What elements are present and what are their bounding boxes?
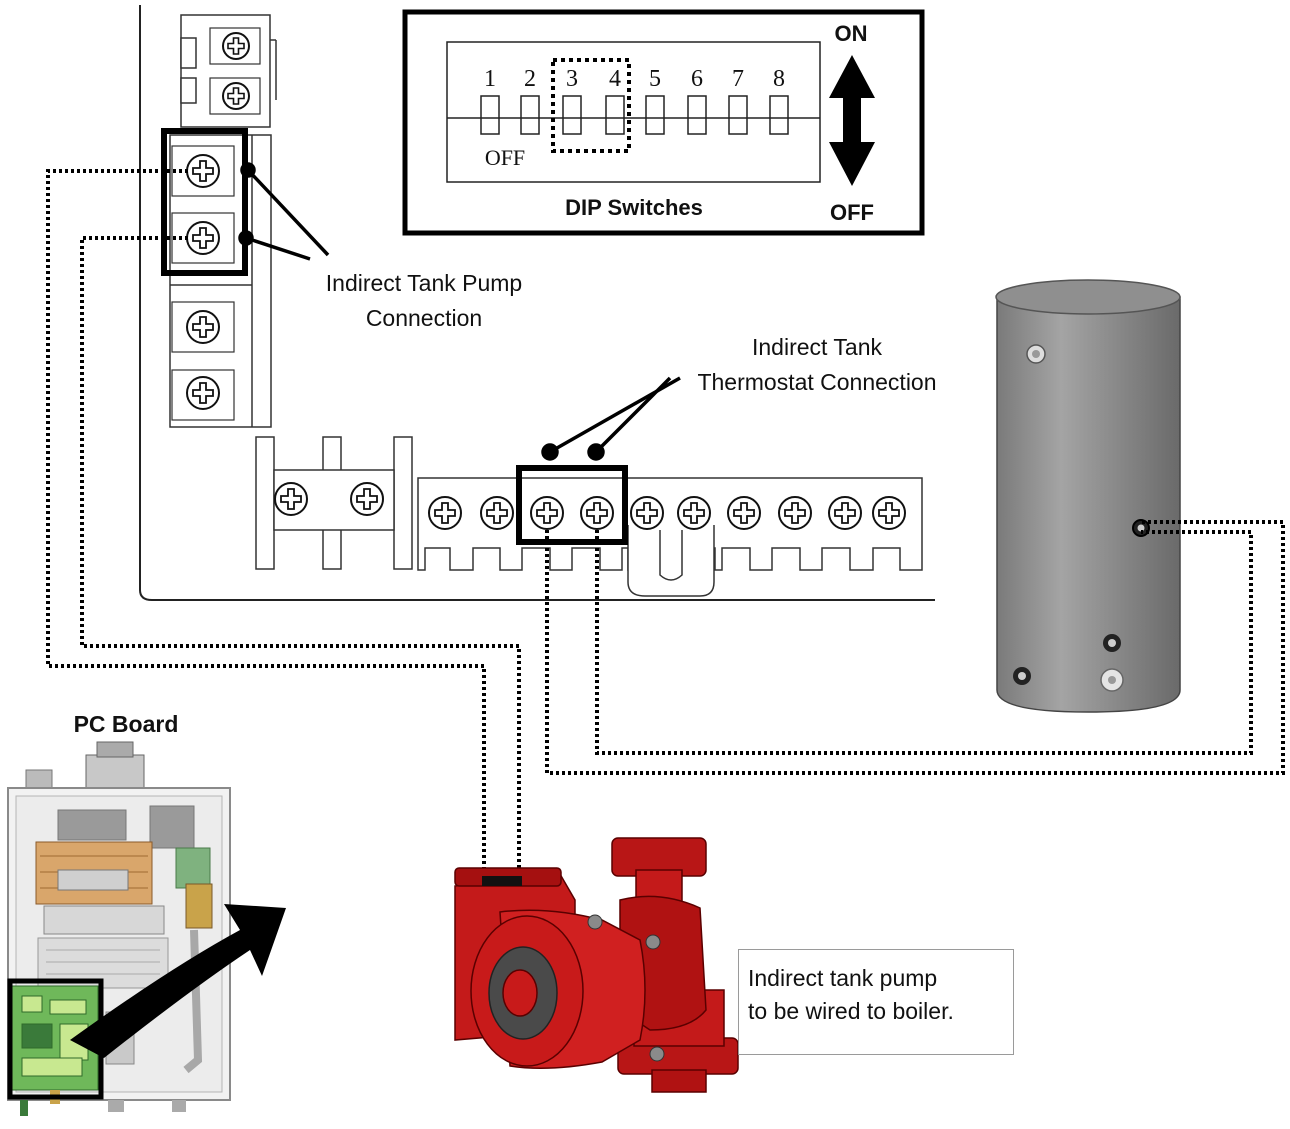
dip-off-label: OFF	[830, 200, 874, 225]
dip-number-5: 5	[649, 66, 661, 92]
dip-number-7: 7	[732, 66, 744, 92]
indirect-tank	[995, 279, 1181, 713]
note-box: Indirect tank pump to be wired to boiler…	[738, 949, 1014, 1055]
note-line-1: Indirect tank pump	[748, 965, 938, 991]
thermostat-wire-1	[545, 520, 1285, 775]
dip-number-3: 3	[566, 66, 578, 92]
boiler-unit	[7, 741, 231, 1116]
tank-fitting-top	[1026, 344, 1046, 364]
circulator-pump	[454, 837, 739, 1093]
tank-fitting-bottom-3	[1100, 668, 1124, 692]
dip-switch-bodies	[480, 95, 789, 135]
thermostat-wire-2	[595, 530, 1253, 755]
terminal-strip	[255, 436, 923, 597]
pump-connection-leaders	[238, 162, 330, 261]
dip-on-label: ON	[835, 21, 868, 46]
dip-number-2: 2	[524, 66, 536, 92]
thermostat-connection-highlight	[516, 465, 628, 545]
thermostat-label-line2: Thermostat Connection	[697, 369, 936, 395]
pump-connection-label-line2: Connection	[366, 305, 482, 331]
tank-fitting-bottom-1	[1103, 634, 1121, 652]
note-line-2: to be wired to boiler.	[748, 998, 954, 1024]
dip-switch-panel: 1 2 3 4 5 6 7 8 OFF DIP Switches ON OFF	[402, 9, 925, 236]
curved-arrow-icon	[70, 904, 286, 1058]
dotted-wiring	[46, 169, 1285, 880]
dip-number-1: 1	[484, 66, 496, 92]
pump-wire-1	[46, 169, 486, 880]
control-panel	[139, 5, 935, 601]
dip-switch-3-4-highlight	[551, 58, 631, 153]
thermostat-label-line1: Indirect Tank	[752, 334, 882, 360]
pump-connection-label-line1: Indirect Tank Pump	[326, 270, 522, 296]
dip-number-4: 4	[609, 66, 621, 92]
pump-connection-highlight	[161, 128, 248, 276]
on-off-double-arrow-icon	[829, 55, 875, 186]
pc-board-label: PC Board	[74, 711, 179, 737]
dip-off-marker: OFF	[485, 145, 525, 170]
dip-number-8: 8	[773, 66, 785, 92]
thermostat-leaders	[541, 376, 681, 461]
dip-number-6: 6	[691, 66, 703, 92]
tank-fitting-bottom-2	[1013, 667, 1031, 685]
dip-switches-title: DIP Switches	[565, 195, 703, 220]
